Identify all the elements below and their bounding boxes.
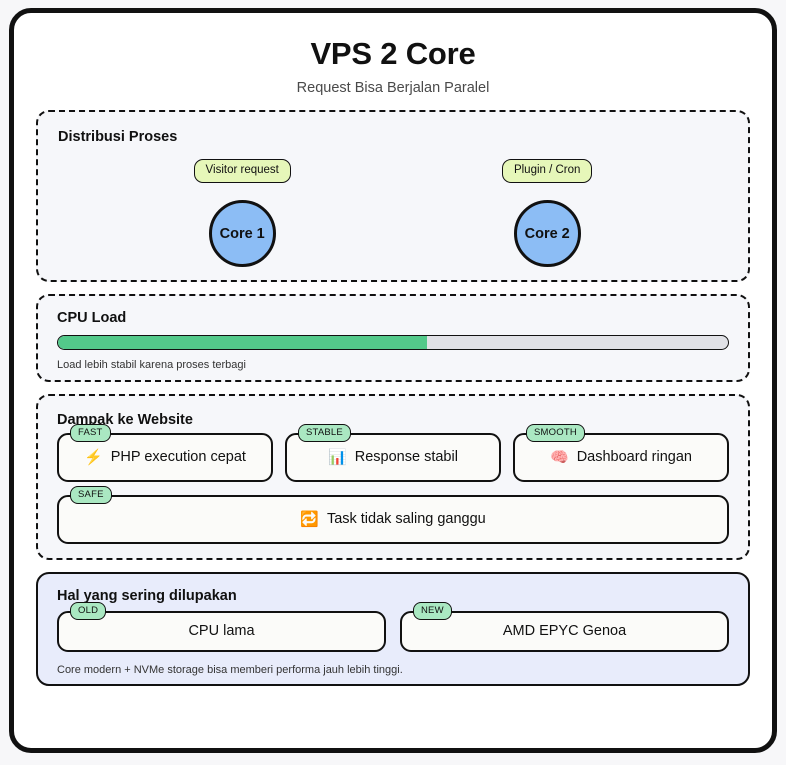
compare-card-new-label: AMD EPYC Genoa xyxy=(502,623,627,640)
compare-card-old: OLD CPU lama xyxy=(57,601,386,652)
dampak-card-fast: FAST ⚡ PHP execution cepat xyxy=(57,423,273,482)
cpu-load-caption: Load lebih stabil karena proses terbagi xyxy=(57,358,246,371)
section-heading-dilupakan: Hal yang sering dilupakan xyxy=(57,587,237,604)
dampak-card-fast-label: ⚡ PHP execution cepat xyxy=(84,449,246,465)
compare-row: OLD CPU lama NEW AMD EPYC Genoa xyxy=(57,600,729,652)
dilupakan-caption: Core modern + NVMe storage bisa memberi … xyxy=(57,663,403,676)
dampak-card-safe-text: Task tidak saling ganggu xyxy=(326,511,486,528)
section-distribusi-proses: Distribusi Proses Visitor request Core 1… xyxy=(36,109,750,282)
dampak-card-smooth: SMOOTH 🧠 Dashboard ringan xyxy=(513,423,729,482)
dampak-card-smooth-text: Dashboard ringan xyxy=(576,449,692,466)
header: VPS 2 Core Request Bisa Berjalan Paralel xyxy=(36,27,750,110)
dampak-card-stable-label: 📊 Response stabil xyxy=(328,449,458,465)
cpu-load-bar-track xyxy=(57,334,729,350)
badge-old: OLD xyxy=(70,601,107,620)
dampak-card-smooth-label: 🧠 Dashboard ringan xyxy=(550,449,692,465)
dampak-card-safe: SAFE 🔁 Task tidak saling ganggu xyxy=(57,485,729,544)
compare-card-new: NEW AMD EPYC Genoa xyxy=(400,601,729,652)
dampak-card-fast-text: PHP execution cepat xyxy=(110,449,246,466)
brain-icon: 🧠 xyxy=(550,448,569,466)
badge-smooth: SMOOTH xyxy=(526,423,585,442)
section-heading-distribusi: Distribusi Proses xyxy=(58,128,178,145)
repeat-icon: 🔁 xyxy=(300,510,319,528)
core-group-1: Visitor request Core 1 xyxy=(193,158,291,268)
pill-visitor-request: Visitor request xyxy=(193,158,291,184)
dampak-card-stable: STABLE 📊 Response stabil xyxy=(285,423,501,482)
section-heading-dampak: Dampak ke Website xyxy=(57,411,193,428)
pill-plugin-cron: Plugin / Cron xyxy=(501,158,593,184)
badge-safe: SAFE xyxy=(70,485,112,504)
core-group-2: Plugin / Cron Core 2 xyxy=(501,158,593,268)
badge-fast: FAST xyxy=(70,423,111,442)
section-heading-cpu-load: CPU Load xyxy=(57,309,127,326)
dampak-cards-row: FAST ⚡ PHP execution cepat STABLE 📊 Resp… xyxy=(57,422,729,482)
high-voltage-icon: ⚡ xyxy=(84,448,103,466)
badge-stable: STABLE xyxy=(298,423,351,442)
bar-chart-icon: 📊 xyxy=(328,448,347,466)
page-title: VPS 2 Core xyxy=(310,36,476,71)
section-hal-dilupakan: Hal yang sering dilupakan OLD CPU lama N… xyxy=(36,571,750,686)
cores-row: Visitor request Core 1 Plugin / Cron Cor… xyxy=(58,158,728,268)
page-subtitle: Request Bisa Berjalan Paralel xyxy=(296,79,490,96)
core-circle-1: Core 1 xyxy=(208,200,276,268)
outer-card-frame: VPS 2 Core Request Bisa Berjalan Paralel… xyxy=(9,8,777,753)
dampak-card-stable-text: Response stabil xyxy=(354,449,458,466)
dampak-card-safe-label: 🔁 Task tidak saling ganggu xyxy=(300,511,486,527)
badge-new: NEW xyxy=(413,601,452,620)
section-cpu-load: CPU Load Load lebih stabil karena proses… xyxy=(36,293,750,382)
compare-card-old-label: CPU lama xyxy=(188,623,255,640)
section-dampak-ke-website: Dampak ke Website FAST ⚡ PHP execution c… xyxy=(36,393,750,560)
core-circle-2: Core 2 xyxy=(513,200,581,268)
cpu-load-bar-fill xyxy=(58,335,427,349)
